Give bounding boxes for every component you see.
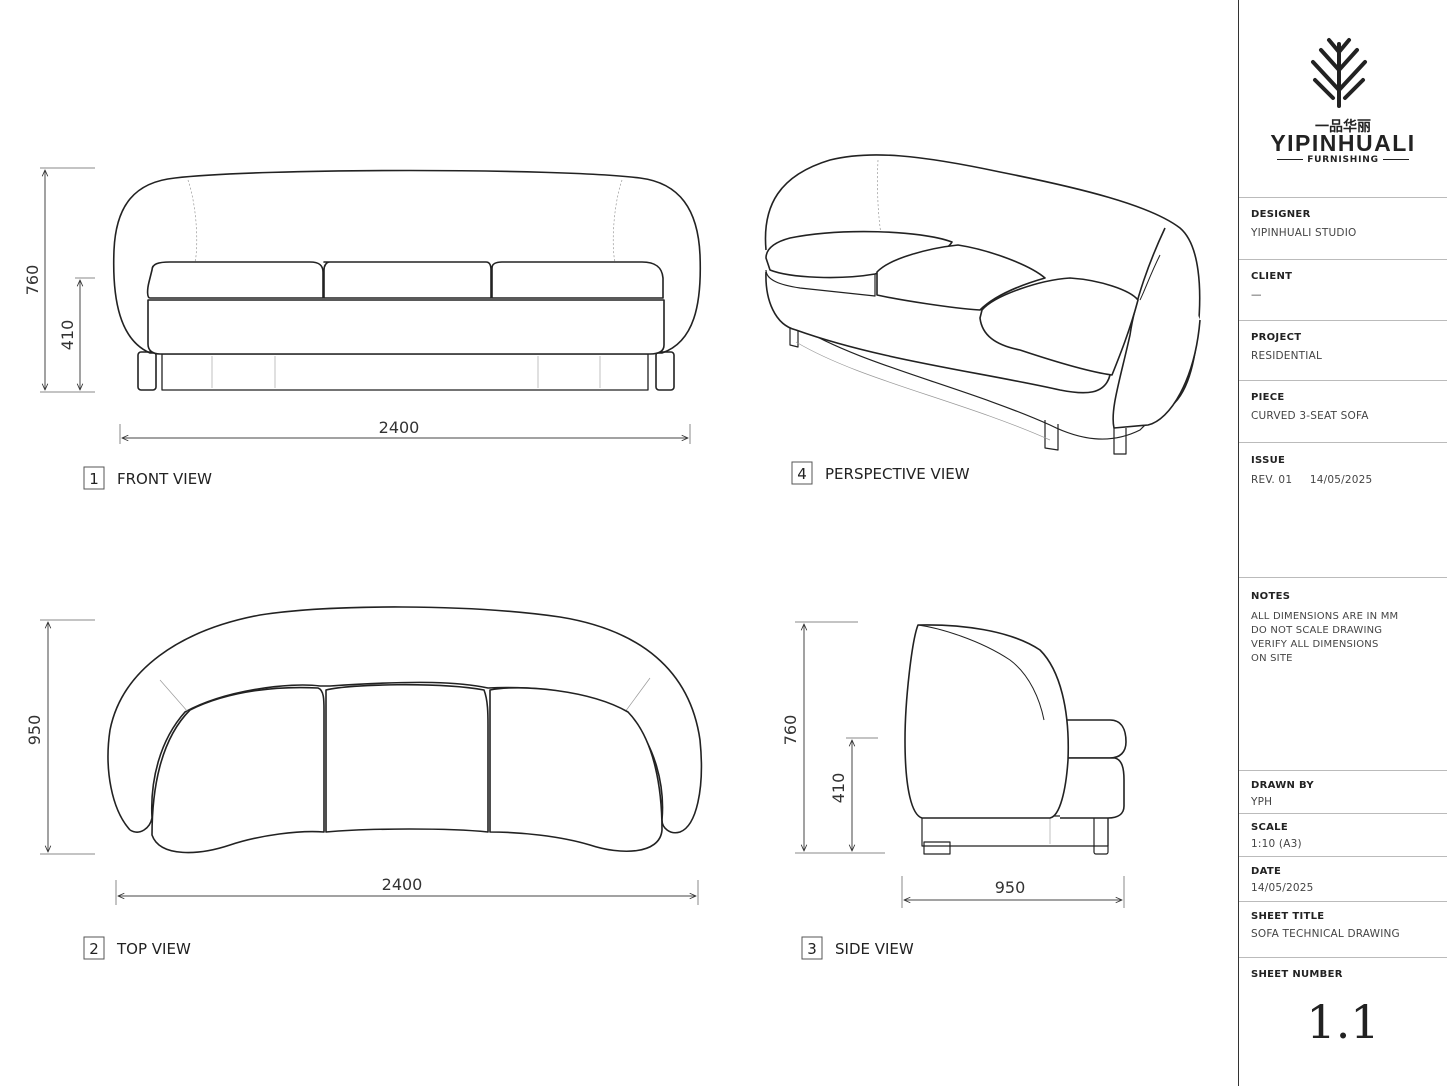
sheet-title-field: SHEET TITLE SOFA TECHNICAL DRAWING — [1239, 902, 1447, 958]
brand-name: YIPINHUALI — [1270, 130, 1416, 156]
top-width-dim: 2400 — [382, 875, 423, 894]
svg-text:2: 2 — [89, 940, 99, 958]
scale-field: SCALE 1:10 (A3) — [1239, 814, 1447, 857]
brand-chinese-name: 一品华丽 — [1315, 119, 1371, 135]
svg-text:FRONT VIEW: FRONT VIEW — [117, 470, 212, 488]
top-view-label: 2 TOP VIEW — [83, 936, 191, 960]
side-depth-dim: 950 — [995, 878, 1026, 897]
piece-field: PIECE CURVED 3-SEAT SOFA — [1239, 381, 1447, 443]
top-view-drawing — [107, 606, 703, 854]
title-block: 一品华丽 YIPINHUALI FURNISHING DESIGNER YIPI… — [1238, 0, 1448, 1086]
front-view-dimensions — [40, 167, 691, 444]
designer-field: DESIGNER YIPINHUALI STUDIO — [1239, 198, 1447, 260]
top-view-dimensions — [40, 619, 699, 905]
front-seat-dim: 410 — [58, 320, 77, 351]
date-field: DATE 14/05/2025 — [1239, 857, 1447, 902]
brand-subtitle: FURNISHING — [1239, 155, 1447, 165]
drawn-by-field: DRAWN BY YPH — [1239, 771, 1447, 814]
side-view-label: 3 SIDE VIEW — [801, 936, 914, 960]
front-height-dim: 760 — [23, 265, 42, 296]
svg-text:1: 1 — [89, 470, 99, 488]
notes-field: NOTES ALL DIMENSIONS ARE IN MM DO NOT SC… — [1239, 578, 1447, 771]
front-width-dim: 2400 — [379, 418, 420, 437]
perspective-view-label: 4 PERSPECTIVE VIEW — [791, 461, 970, 485]
top-depth-dim: 950 — [25, 715, 44, 746]
svg-text:3: 3 — [807, 940, 817, 958]
sheet-number: 1.1 — [1306, 995, 1380, 1049]
perspective-view-drawing — [764, 154, 1201, 455]
client-field: CLIENT — — [1239, 260, 1447, 321]
side-view-dimensions — [795, 621, 1125, 908]
side-view-drawing — [904, 624, 1127, 855]
side-height-dim: 760 — [781, 715, 800, 746]
project-field: PROJECT RESIDENTIAL — [1239, 321, 1447, 381]
drawing-area: 2400 760 410 1 FRONT VIEW 4 PERSPECTIVE … — [23, 154, 1201, 960]
svg-text:PERSPECTIVE VIEW: PERSPECTIVE VIEW — [825, 465, 970, 483]
issue-field: ISSUE REV. 01 14/05/2025 — [1239, 443, 1447, 578]
tree-logo-icon — [1311, 38, 1367, 108]
svg-text:4: 4 — [797, 465, 807, 483]
svg-text:TOP VIEW: TOP VIEW — [116, 940, 191, 958]
side-seat-dim: 410 — [829, 773, 848, 804]
svg-text:SIDE VIEW: SIDE VIEW — [835, 940, 914, 958]
brand-block: 一品华丽 YIPINHUALI FURNISHING — [1239, 0, 1447, 198]
front-view-drawing — [112, 169, 702, 391]
front-view-label: 1 FRONT VIEW — [83, 466, 212, 490]
sheet-number-field: SHEET NUMBER — [1251, 969, 1343, 980]
